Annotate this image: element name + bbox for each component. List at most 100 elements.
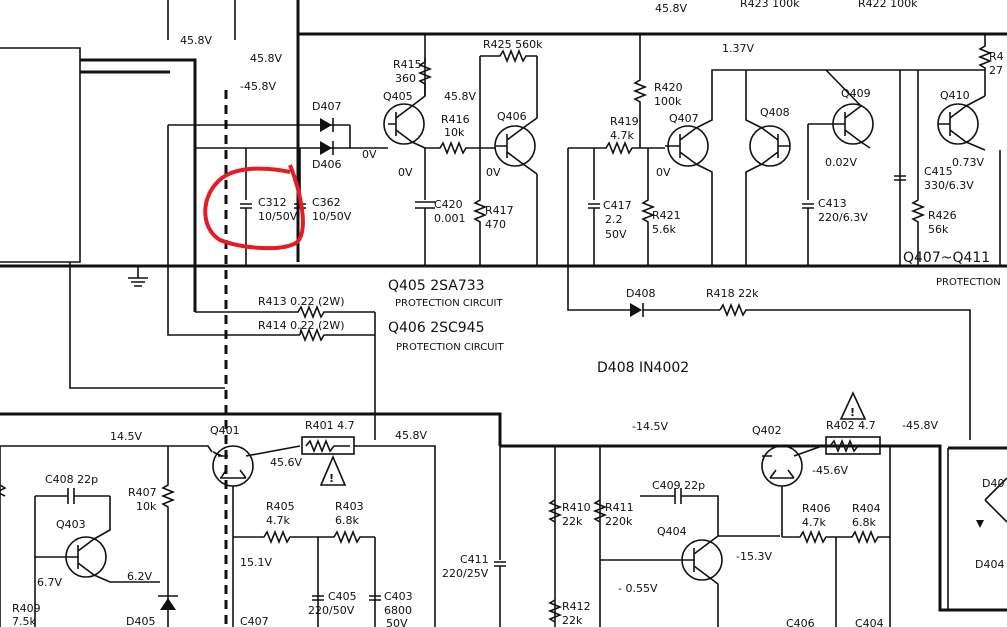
label-r423: R423 100k — [740, 0, 800, 10]
diode-d408 — [620, 303, 720, 317]
label-c417-value: 2.2 — [605, 213, 623, 226]
capacitor-c409 — [640, 488, 719, 536]
transistor-q407 — [665, 69, 985, 266]
label-c417-voltage: 50V — [605, 228, 627, 241]
lower-board-line — [500, 444, 1007, 612]
neg-bias-line-left — [0, 445, 213, 453]
resistor-r404 — [836, 446, 891, 545]
label-r404-value: 6.8k — [852, 516, 876, 529]
capacitor-c408 — [35, 488, 110, 504]
label-r425: R425 560k — [483, 38, 543, 51]
resistor-r411 — [592, 499, 608, 523]
label-c406: C406 — [786, 617, 815, 627]
capacitor-c420 — [415, 148, 435, 266]
capacitor-c413 — [802, 148, 814, 266]
label-r412: R412 — [562, 600, 591, 613]
label-c413-value: 220/6.3V — [818, 211, 868, 224]
label-q407: Q407 — [669, 112, 699, 125]
resistor-r418 — [719, 302, 971, 440]
label-c403-voltage: 50V — [386, 617, 408, 627]
label-45-8v-mid: 45.8V — [395, 429, 427, 442]
label-45-6v: 45.6V — [270, 456, 302, 469]
svg-text:!: ! — [850, 406, 855, 419]
diode-d407 — [318, 118, 350, 132]
label-c415-value: 330/6.3V — [924, 179, 974, 192]
resistor-r407 — [160, 446, 176, 627]
label-r410-value: 22k — [562, 515, 583, 528]
label-c404: C404 — [855, 617, 884, 627]
capacitor-c415 — [894, 175, 906, 181]
label-r413: R413 0.22 (2W) — [258, 295, 345, 308]
label-r419-value: 4.7k — [610, 129, 634, 142]
label-r405: R405 — [266, 500, 295, 513]
label-neg-0-55v: - 0.55V — [618, 582, 658, 595]
label-c312-value: 10/50V — [258, 210, 298, 223]
resistor-r421 — [640, 148, 656, 266]
resistor-r402 — [825, 436, 881, 455]
label-d406: D406 — [312, 158, 341, 171]
label-protection-circuit: PROTECTION CIRCUIT — [395, 298, 503, 309]
label-q407-q411: Q407~Q411 — [903, 250, 990, 266]
label-c411-value: 220/25V — [442, 567, 489, 580]
label-0v: 0V — [656, 166, 671, 179]
resistor-r426 — [910, 70, 926, 266]
transistor-q409 — [807, 69, 874, 149]
label-c362: C362 — [312, 196, 341, 209]
label-0v: 0V — [398, 166, 413, 179]
transistor-q404 — [680, 535, 780, 627]
label-14-5v: 14.5V — [110, 430, 142, 443]
resistor-r4-right — [977, 34, 993, 96]
label-c415: C415 — [924, 165, 953, 178]
label-c420: C420 — [434, 198, 463, 211]
diode-d406 — [318, 141, 350, 155]
label-45-8v: 45.8V — [180, 34, 212, 47]
label-neg-15-3v: -15.3V — [736, 550, 772, 563]
label-d408: D408 — [626, 287, 655, 300]
label-15-1v: 15.1V — [240, 556, 272, 569]
resistor-r406 — [782, 529, 836, 545]
label-r403-value: 6.8k — [335, 514, 359, 527]
label-0-02v: 0.02V — [825, 156, 857, 169]
label-r426: R426 — [928, 209, 957, 222]
label-c405: C405 — [328, 590, 357, 603]
label-q409: Q409 — [841, 87, 871, 100]
label-r414: R414 0.22 (2W) — [258, 319, 345, 332]
label-0v: 0V — [362, 148, 377, 161]
resistor-r410 — [547, 499, 563, 523]
label-neg-45-8v-right: -45.8V — [902, 419, 938, 432]
label-r417: R417 — [485, 204, 514, 217]
label-r411: R411 — [605, 501, 634, 514]
label-r409: R409 — [12, 602, 41, 615]
return-wire — [167, 125, 300, 336]
label-r412-value: 22k — [562, 614, 583, 627]
highlight-circle — [203, 164, 305, 251]
label-c413: C413 — [818, 197, 847, 210]
label-q404: Q404 — [657, 525, 687, 538]
transistor-q408 — [745, 70, 791, 266]
label-c409: C409 22p — [652, 479, 705, 492]
warning-triangle-right: ! — [839, 391, 867, 420]
label-d40: D40 — [982, 477, 1004, 490]
label-r420: R420 — [654, 81, 683, 94]
label-r406-value: 4.7k — [802, 516, 826, 529]
label-0-73v: 0.73V — [952, 156, 984, 169]
label-neg-45-6v: -45.6V — [812, 464, 848, 477]
svg-text:!: ! — [329, 472, 334, 485]
ground-symbol — [128, 266, 148, 287]
label-c362-value: 10/50V — [312, 210, 352, 223]
label-q410: Q410 — [940, 89, 970, 102]
label-r418: R418 22k — [706, 287, 759, 300]
capacitor-c403 — [369, 595, 381, 601]
label-r4-right: R4 — [989, 50, 1004, 63]
resistor-r412 — [547, 599, 563, 623]
label-r422: R422 100k — [858, 0, 918, 10]
label-45-8v-top: 45.8V — [655, 2, 687, 15]
label-d404: D404 — [975, 558, 1004, 571]
capacitor-c405 — [312, 595, 324, 601]
label-r406: R406 — [802, 502, 831, 515]
resistor-r414 — [299, 327, 375, 343]
label-c417: C417 — [603, 199, 632, 212]
diode-d405 — [158, 595, 178, 610]
label-q401: Q401 — [210, 424, 240, 437]
